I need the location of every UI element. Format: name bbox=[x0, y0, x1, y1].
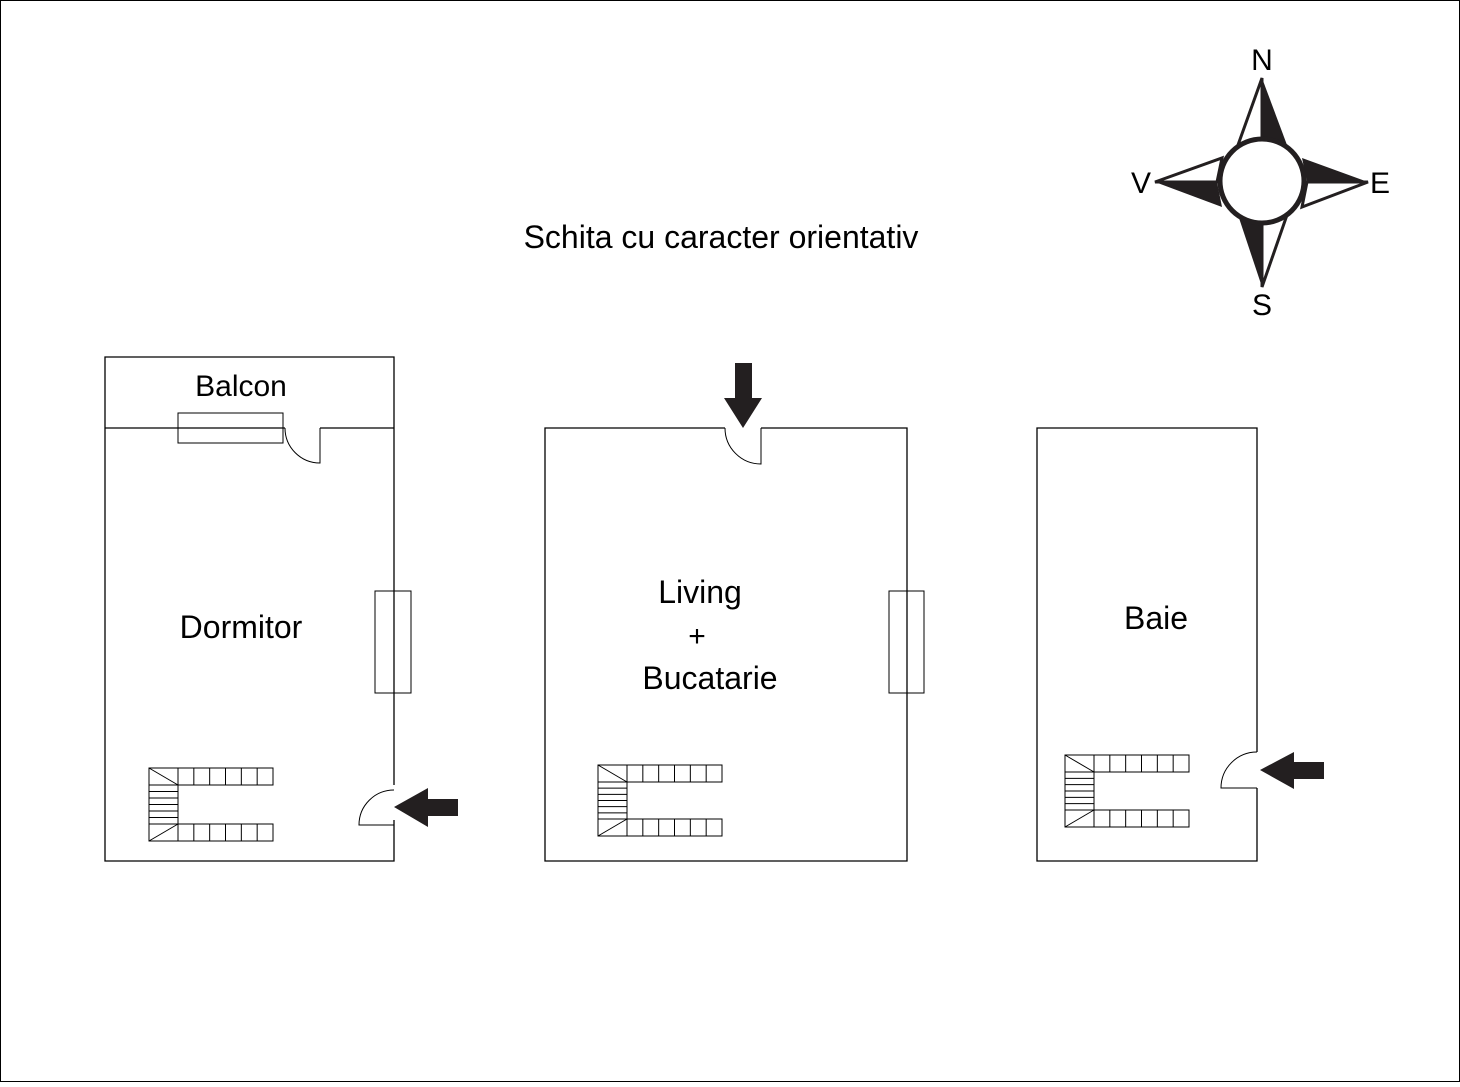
dormitor-label: Dormitor bbox=[180, 609, 303, 645]
balcony-label: Balcon bbox=[195, 370, 287, 403]
balcony-door-swing bbox=[284, 427, 321, 464]
compass-west-point-bottom bbox=[1155, 182, 1222, 207]
staircase-baie-icon bbox=[1064, 754, 1190, 828]
entry-arrow-baie-icon bbox=[1260, 752, 1324, 789]
room-living bbox=[544, 427, 925, 862]
compass-label-east: E bbox=[1370, 167, 1390, 200]
dormitor-door-swing bbox=[358, 789, 395, 826]
compass-east-point-bottom bbox=[1299, 180, 1369, 210]
baie-door-swing bbox=[1220, 751, 1258, 789]
living-walls bbox=[544, 427, 908, 862]
dormitor-window bbox=[374, 590, 412, 694]
compass-label-north: N bbox=[1251, 44, 1273, 77]
compass-label-south: S bbox=[1252, 289, 1272, 322]
baie-label: Baie bbox=[1124, 600, 1188, 636]
living-label: Living bbox=[658, 574, 742, 610]
bucatarie-label: Bucatarie bbox=[642, 660, 777, 696]
compass-rose-icon bbox=[1154, 77, 1369, 288]
compass-label-west: V bbox=[1131, 167, 1151, 200]
compass-north-point-right bbox=[1262, 78, 1287, 145]
compass-east-point-top bbox=[1302, 158, 1368, 182]
compass-south-point-left bbox=[1238, 215, 1262, 287]
staircase-dormitor-icon bbox=[148, 767, 274, 842]
room-dormitor bbox=[104, 356, 412, 862]
compass-south-point-right bbox=[1260, 213, 1290, 288]
room-baie bbox=[1036, 427, 1258, 862]
living-plus-label: + bbox=[688, 620, 706, 653]
compass-west-point-top bbox=[1154, 155, 1225, 184]
compass-north-point-left bbox=[1235, 77, 1264, 148]
living-door-swing bbox=[724, 427, 762, 465]
diagram-title: Schita cu caracter orientativ bbox=[524, 219, 919, 255]
staircase-living-icon bbox=[597, 764, 723, 837]
baie-walls bbox=[1036, 427, 1258, 862]
entry-arrow-living-icon bbox=[724, 363, 762, 428]
entry-arrow-dormitor-icon bbox=[394, 788, 458, 827]
compass-center-circle bbox=[1217, 136, 1307, 226]
